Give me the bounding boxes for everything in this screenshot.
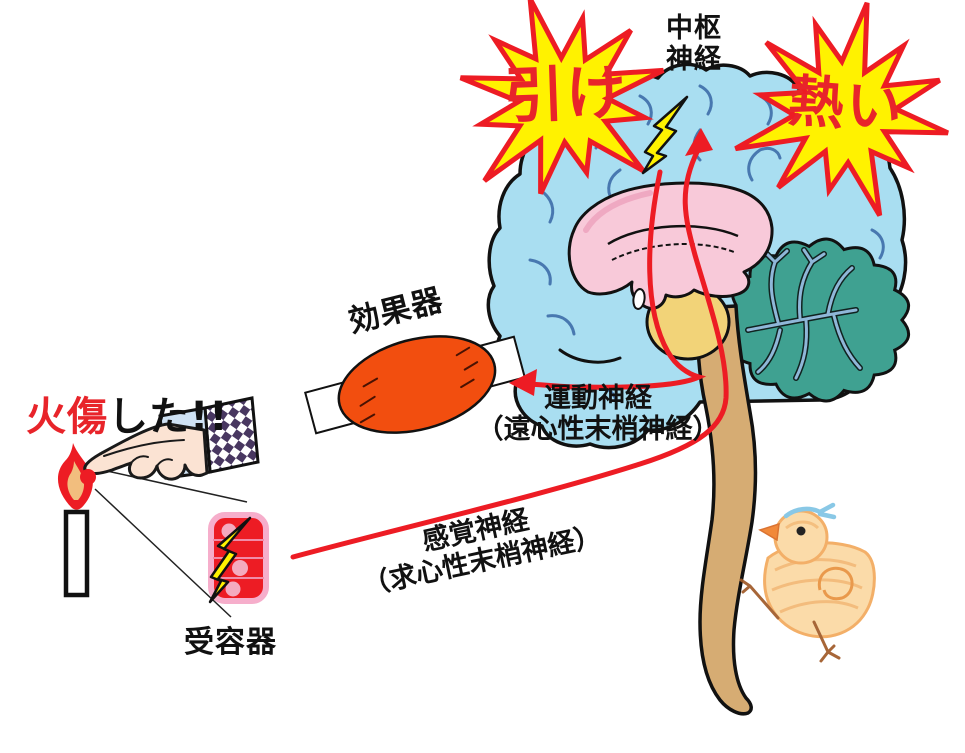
burn-exclamation: 火傷した!!: [26, 350, 228, 440]
magnifier-lines: [94, 470, 248, 618]
pointing-hand: [83, 422, 209, 481]
burn-point: [80, 469, 96, 485]
spinal-cord-shape: [696, 304, 758, 716]
chick-eye: [796, 526, 806, 536]
effector-muscle: [304, 335, 526, 435]
sensory-nerve-path: [290, 128, 729, 560]
pituitary-drip: [632, 288, 646, 310]
cerebellum-arbor-vitae: [745, 247, 863, 381]
candle: [57, 443, 93, 598]
burn-word-red: 火傷: [26, 394, 108, 441]
muscle-belly: [337, 335, 497, 434]
chick-bow: [783, 502, 837, 520]
motor-nerve-label: 運動神経 （遠心性末梢神経）: [476, 383, 720, 445]
stimulus-burst-text: 熱い: [785, 69, 907, 142]
burn-word-black: した!!: [108, 394, 229, 441]
chick-legs: [739, 578, 841, 663]
stimulus-starburst: [734, 1, 949, 217]
pink-core-shape: [567, 181, 774, 310]
motor-arrowhead: [509, 369, 537, 396]
brain-lightning-icon: [641, 95, 689, 175]
chick-illustration: [739, 502, 876, 663]
motor-nerve-path: [509, 169, 707, 396]
receptor-box: [208, 512, 269, 604]
sensory-arrowhead: [685, 128, 713, 156]
receptor-label: 受容器: [184, 625, 277, 660]
temporal-sulcus-line: [558, 348, 622, 364]
central-nervous-system-label: 中枢 神経: [666, 13, 722, 75]
chick-beak: [758, 522, 780, 542]
hand-illustration: [80, 396, 260, 485]
chick-wing: [817, 566, 854, 601]
response-burst-text: 引け: [502, 57, 630, 133]
receptor-lightning-icon: [208, 516, 252, 604]
